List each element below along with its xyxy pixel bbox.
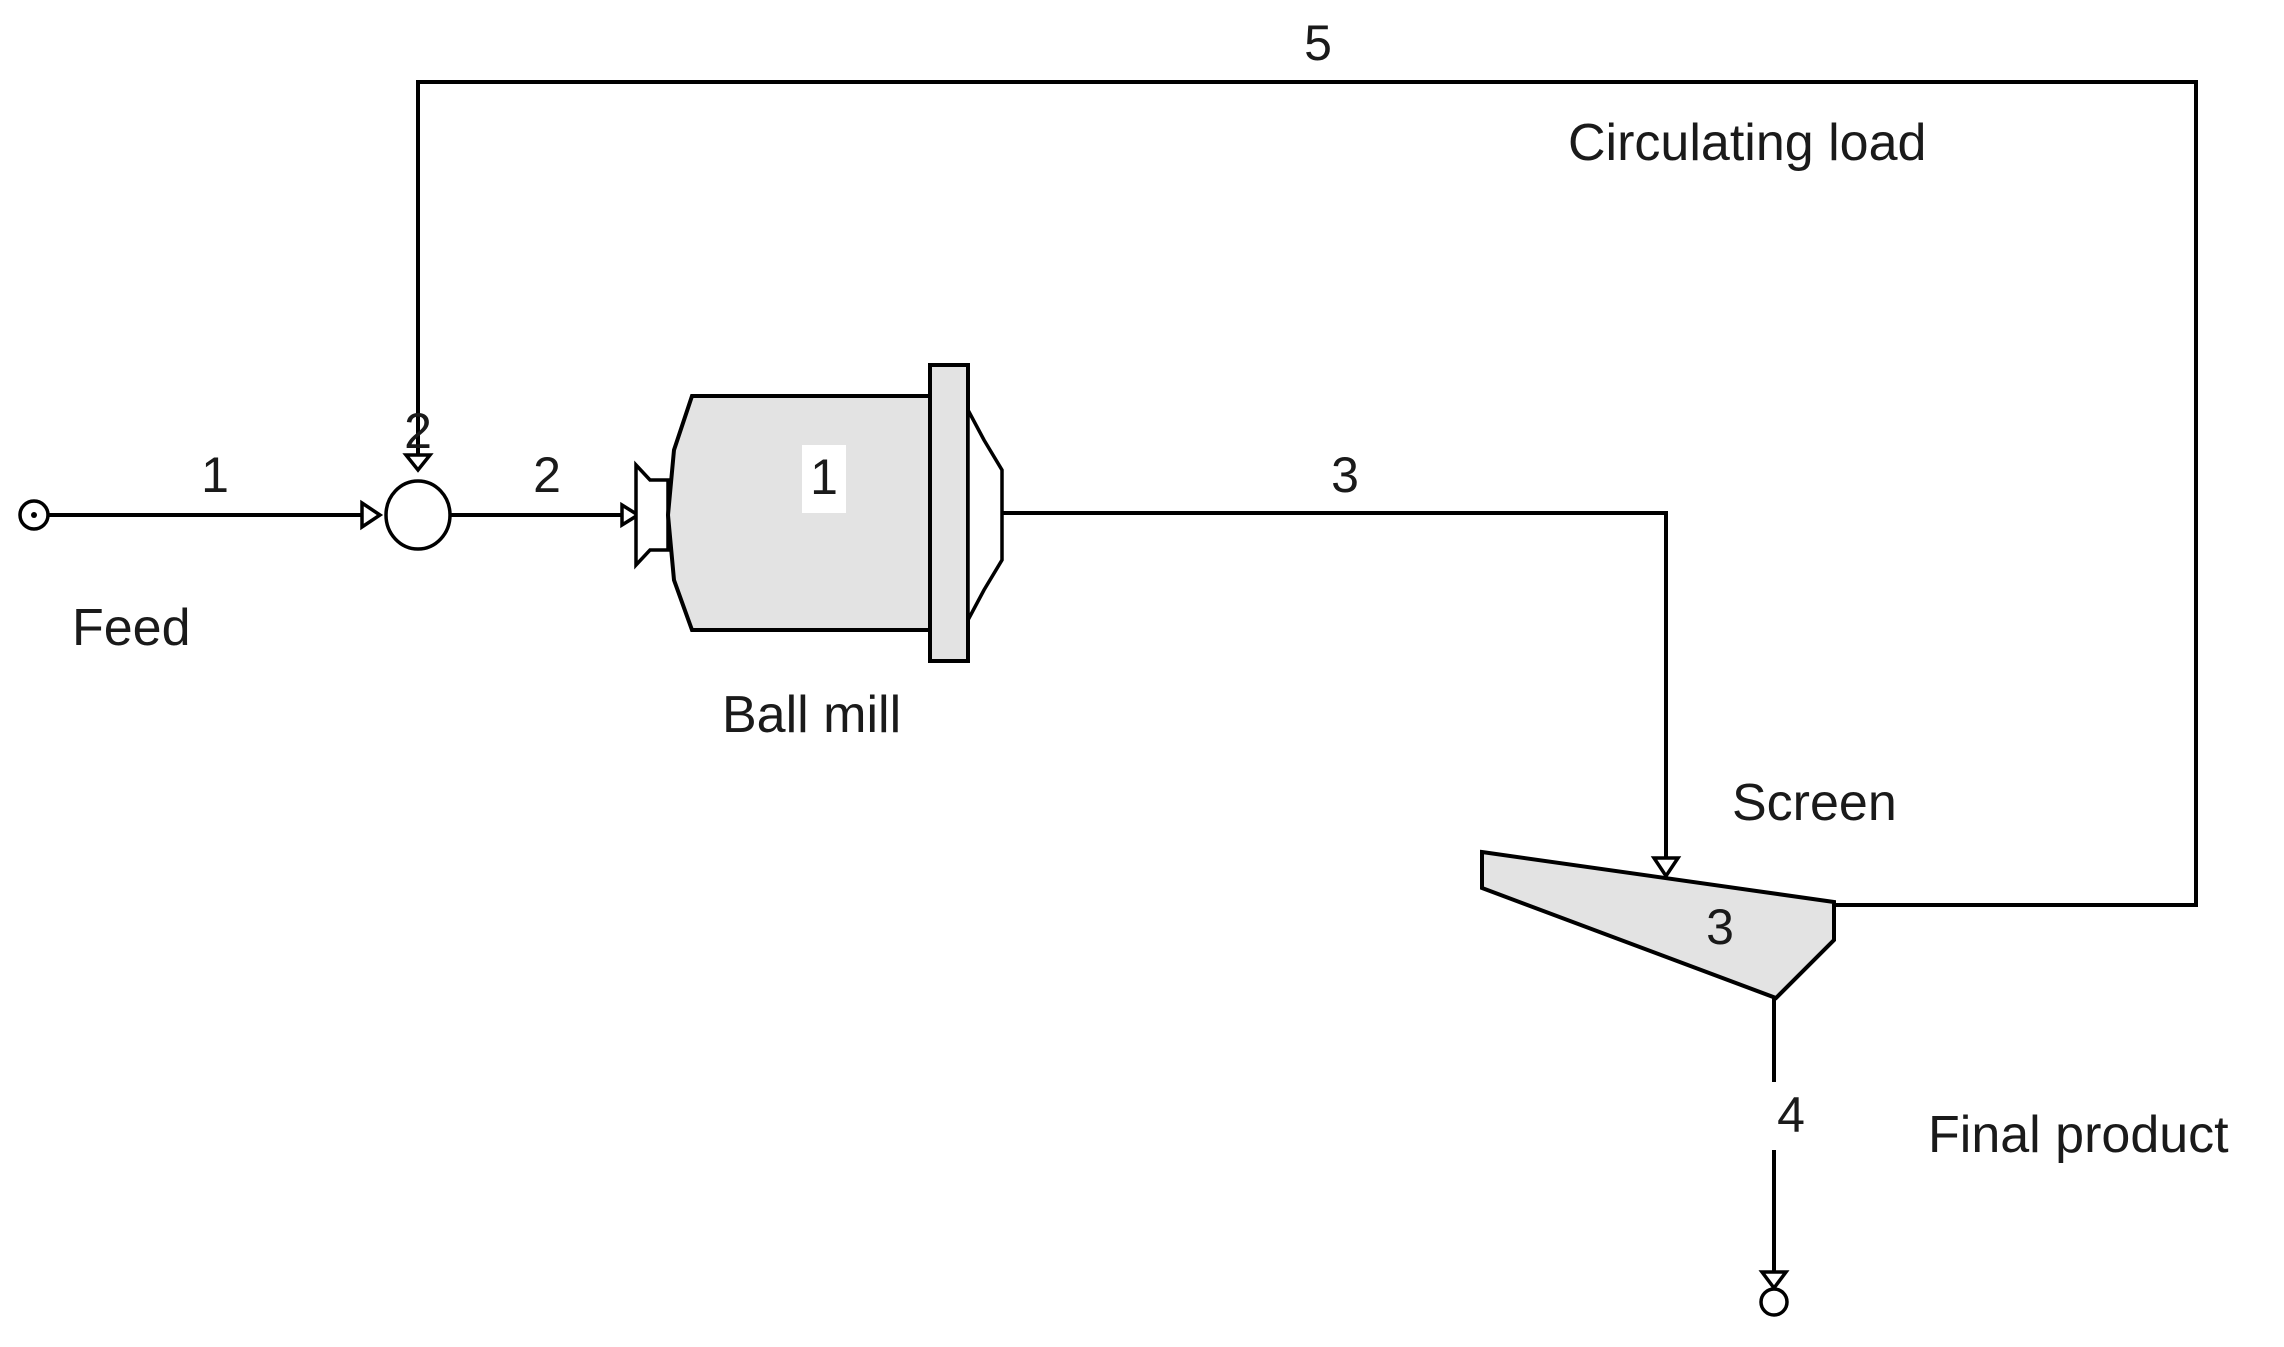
stream-2-label: 2 <box>533 447 561 503</box>
ball-mill <box>634 363 1004 663</box>
ball-mill-caption: Ball mill <box>722 686 901 744</box>
stream-1 <box>18 499 384 531</box>
stream-3 <box>1002 511 1682 880</box>
mixer-top-inlet-arrow-icon <box>402 453 434 473</box>
screen-inlet-arrow-icon <box>1650 856 1682 880</box>
stream-3-label: 3 <box>1331 447 1359 503</box>
stream-5 <box>402 80 2198 907</box>
feed-caption: Feed <box>72 599 191 657</box>
circulating-load-caption: Circulating load <box>1568 114 1926 172</box>
mixer-node <box>384 479 452 551</box>
mixer-inlet-arrow-icon <box>360 499 384 531</box>
stream-4-label: 4 <box>1777 1087 1805 1143</box>
mixer-unit-label: 2 <box>404 403 432 459</box>
mill-discharge-flange <box>928 363 970 663</box>
product-outlet-arrow-icon <box>1758 1270 1790 1291</box>
stream-5-label: 5 <box>1304 15 1332 71</box>
screen-caption: Screen <box>1732 774 1897 832</box>
stream-1-label: 1 <box>201 447 229 503</box>
final-product-caption: Final product <box>1928 1106 2229 1164</box>
ball-mill-unit-label: 1 <box>810 449 838 505</box>
mill-inlet-arrow-icon <box>620 501 642 529</box>
stream-4 <box>1758 998 1790 1317</box>
product-sink-icon <box>1759 1287 1789 1317</box>
screen-unit-label: 3 <box>1706 899 1734 955</box>
mixer-icon <box>384 479 452 551</box>
screen-unit <box>1480 849 1836 1001</box>
stream-2 <box>450 501 642 529</box>
